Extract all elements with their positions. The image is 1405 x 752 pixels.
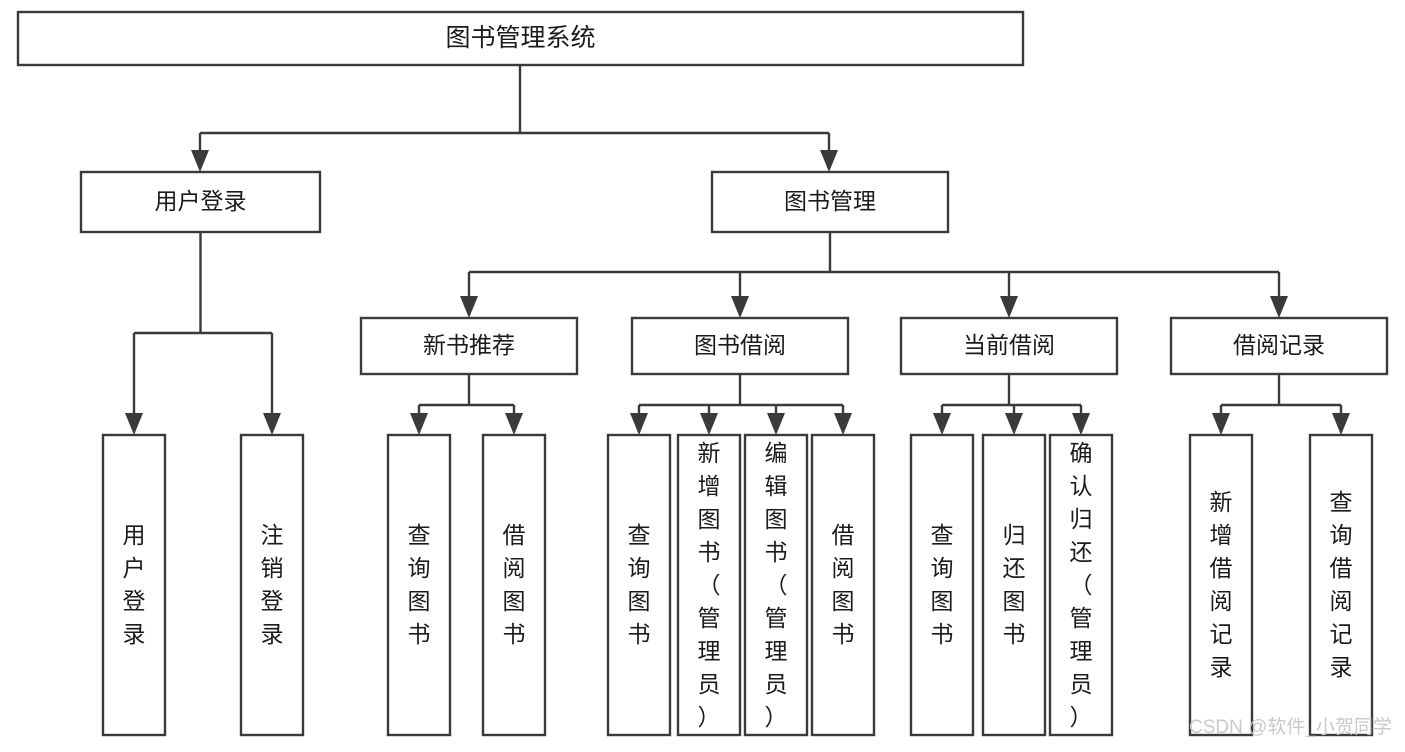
node-leaf-add-book[interactable]: 新增图书（管理员）	[676, 433, 742, 737]
node-box-leaf-add-record	[1188, 433, 1254, 737]
node-leaf-add-record[interactable]: 新增借阅记录	[1188, 433, 1254, 737]
node-leaf-query-book-1[interactable]: 查询图书	[386, 433, 452, 737]
node-leaf-borrow-book-2[interactable]: 借阅图书	[810, 433, 876, 737]
node-box-book-borrow	[630, 316, 850, 376]
book-borrow-to-leaf-query-book-2-arrow-icon	[630, 413, 648, 435]
current-borrow-to-leaf-return-book-arrow-icon	[1005, 413, 1023, 435]
node-box-leaf-edit-book	[743, 433, 809, 737]
node-label-book-borrow: 图书借阅	[694, 332, 786, 358]
node-root[interactable]: 图书管理系统	[16, 10, 1025, 67]
node-box-leaf-confirm-return	[1048, 433, 1114, 737]
node-label-leaf-user-login: 用户登录	[123, 522, 146, 647]
node-layer: 图书管理系统用户登录图书管理新书推荐图书借阅当前借阅借阅记录用户登录注销登录查询…	[16, 10, 1389, 737]
node-box-borrow-record	[1169, 316, 1389, 376]
node-label-leaf-query-book-2: 查询图书	[628, 522, 651, 647]
book-manage-to-new-book-recommend-arrow-icon	[460, 296, 478, 318]
node-label-leaf-add-book: 新增图书（管理员）	[698, 440, 721, 730]
user-login-to-leaf-user-login-arrow-icon	[125, 413, 143, 435]
node-box-leaf-query-book-2	[606, 433, 672, 737]
new-book-recommend-to-leaf-query-book-1-arrow-icon	[410, 413, 428, 435]
node-leaf-return-book[interactable]: 归还图书	[981, 433, 1047, 737]
node-label-leaf-confirm-return: 确认归还（管理员）	[1070, 440, 1093, 730]
node-box-leaf-borrow-book-1	[481, 433, 547, 737]
node-label-user-login: 用户登录	[155, 188, 247, 214]
book-borrow-to-leaf-borrow-book-2-arrow-icon	[834, 413, 852, 435]
node-box-leaf-borrow-book-2	[810, 433, 876, 737]
node-book-manage[interactable]: 图书管理	[710, 170, 950, 234]
node-label-root: 图书管理系统	[445, 24, 595, 52]
user-login-to-leaf-logout-login-arrow-icon	[263, 413, 281, 435]
node-label-current-borrow: 当前借阅	[963, 332, 1055, 358]
node-leaf-user-login[interactable]: 用户登录	[101, 433, 167, 737]
node-new-book-recommend[interactable]: 新书推荐	[359, 316, 579, 376]
node-leaf-edit-book[interactable]: 编辑图书（管理员）	[743, 433, 809, 737]
node-box-leaf-add-book	[676, 433, 742, 737]
node-label-leaf-return-book: 归还图书	[1003, 522, 1026, 647]
book-manage-to-current-borrow-arrow-icon	[1000, 296, 1018, 318]
book-borrow-to-leaf-add-book-arrow-icon	[700, 413, 718, 435]
node-leaf-borrow-book-1[interactable]: 借阅图书	[481, 433, 547, 737]
node-label-leaf-edit-book: 编辑图书（管理员）	[765, 440, 788, 730]
node-label-new-book-recommend: 新书推荐	[423, 332, 515, 358]
node-box-leaf-return-book	[981, 433, 1047, 737]
node-leaf-confirm-return[interactable]: 确认归还（管理员）	[1048, 433, 1114, 737]
node-user-login[interactable]: 用户登录	[79, 170, 322, 234]
node-book-borrow[interactable]: 图书借阅	[630, 316, 850, 376]
node-box-current-borrow	[899, 316, 1119, 376]
node-box-user-login	[79, 170, 322, 234]
node-label-leaf-borrow-book-2: 借阅图书	[832, 522, 855, 647]
node-box-new-book-recommend	[359, 316, 579, 376]
node-box-leaf-query-book-3	[909, 433, 975, 737]
borrow-record-to-leaf-query-record-arrow-icon	[1332, 413, 1350, 435]
node-box-book-manage	[710, 170, 950, 234]
current-borrow-to-leaf-confirm-return-arrow-icon	[1072, 413, 1090, 435]
borrow-record-to-leaf-add-record-arrow-icon	[1212, 413, 1230, 435]
node-box-leaf-query-record	[1308, 433, 1374, 737]
node-leaf-query-book-2[interactable]: 查询图书	[606, 433, 672, 737]
book-manage-to-borrow-record-arrow-icon	[1270, 296, 1288, 318]
book-borrow-to-leaf-edit-book-arrow-icon	[767, 413, 785, 435]
watermark: CSDN @软件_小贺同学	[1189, 716, 1392, 738]
node-box-leaf-logout-login	[239, 433, 305, 737]
node-leaf-query-record[interactable]: 查询借阅记录	[1308, 433, 1374, 737]
node-label-leaf-query-book-3: 查询图书	[931, 522, 954, 647]
node-label-leaf-logout-login: 注销登录	[261, 522, 284, 647]
node-label-borrow-record: 借阅记录	[1233, 332, 1325, 358]
node-label-leaf-query-book-1: 查询图书	[408, 522, 431, 647]
node-box-leaf-user-login	[101, 433, 167, 737]
root-to-user-login-arrow-icon	[191, 150, 209, 172]
book-manage-to-book-borrow-arrow-icon	[731, 296, 749, 318]
node-label-leaf-borrow-book-1: 借阅图书	[503, 522, 526, 647]
node-label-book-manage: 图书管理	[784, 188, 876, 214]
node-label-leaf-add-record: 新增借阅记录	[1210, 489, 1233, 680]
new-book-recommend-to-leaf-borrow-book-1-arrow-icon	[505, 413, 523, 435]
connector-layer	[125, 65, 1350, 435]
node-box-root	[16, 10, 1025, 67]
node-leaf-query-book-3[interactable]: 查询图书	[909, 433, 975, 737]
node-leaf-logout-login[interactable]: 注销登录	[239, 433, 305, 737]
node-label-leaf-query-record: 查询借阅记录	[1330, 489, 1353, 680]
node-current-borrow[interactable]: 当前借阅	[899, 316, 1119, 376]
node-borrow-record[interactable]: 借阅记录	[1169, 316, 1389, 376]
root-to-book-manage-arrow-icon	[820, 150, 838, 172]
current-borrow-to-leaf-query-book-3-arrow-icon	[933, 413, 951, 435]
node-box-leaf-query-book-1	[386, 433, 452, 737]
